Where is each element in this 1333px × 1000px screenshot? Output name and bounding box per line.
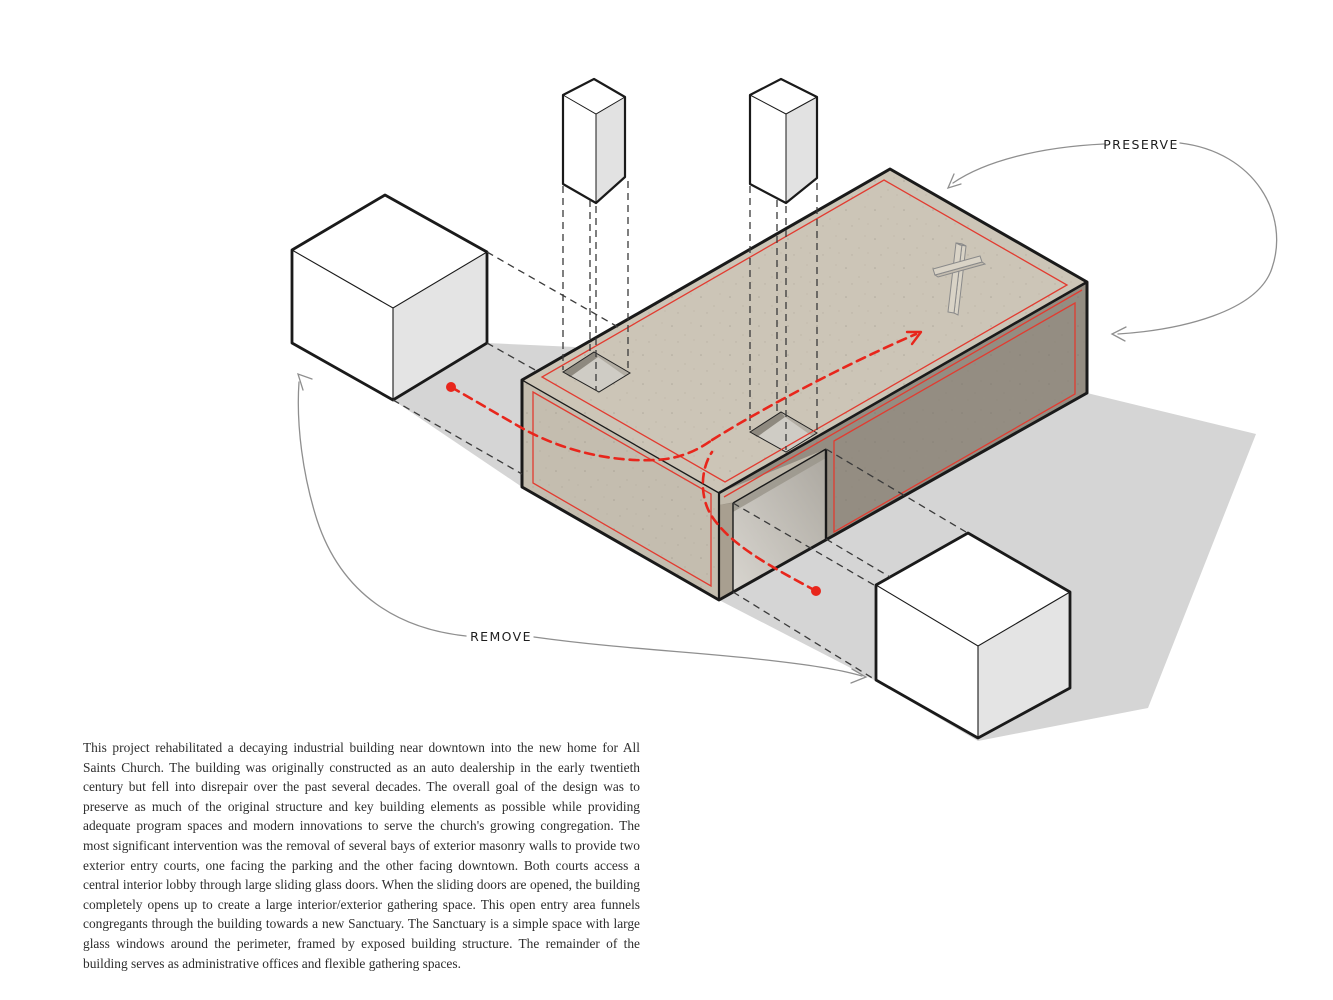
roof-skylight-opening-2 [749,411,818,453]
sw-wall-cut-end [719,503,733,600]
projection-line [486,342,538,372]
arrowhead-icon [1110,326,1127,342]
circulation-entry-dot-south [811,586,821,596]
projection-line [392,399,523,475]
preserve-leader-right [1117,142,1278,335]
arrowhead-icon [946,173,962,190]
arrowhead-icon [296,372,313,391]
se-wall-red-outline [833,301,1076,534]
roof-skylight-opening-1 [562,351,631,393]
project-description: This project rehabilitated a decaying in… [83,740,640,971]
removed-wall-volume [290,193,489,402]
preserve-label: PRESERVE [1103,137,1179,152]
projection-lines [392,181,967,680]
circulation-path [446,330,923,596]
circulation-path-to-sanctuary [710,332,918,442]
arrowhead-icon [850,668,868,684]
projection-line [825,448,967,533]
entry-court-ceiling-shadow [733,449,826,512]
projection-line [486,251,619,328]
skylight-volume-2 [748,77,819,205]
removed-corner-volume [874,531,1072,740]
annotation-leaders [296,142,1278,684]
preserve-shell-outline [532,179,1083,588]
projection-line [825,538,891,578]
entry-court-fascia [719,449,826,505]
roof-red-outline [540,179,1069,483]
skylight-volume-1 [561,77,627,205]
remove-leader-left [297,381,467,637]
circulation-entry-dot-west [446,382,456,392]
se-fascia-red-line [723,289,1083,498]
cross-icon [932,242,987,316]
remove-leader-right [533,636,863,677]
preserve-leader-left [952,143,1105,184]
projection-line [732,502,875,586]
circulation-path-west [449,385,714,462]
circulation-arrow-icon [905,330,923,346]
circulation-path-south [701,450,818,593]
remove-label: REMOVE [470,629,532,644]
preserved-building-shell [520,167,1089,602]
projection-line [732,591,875,680]
